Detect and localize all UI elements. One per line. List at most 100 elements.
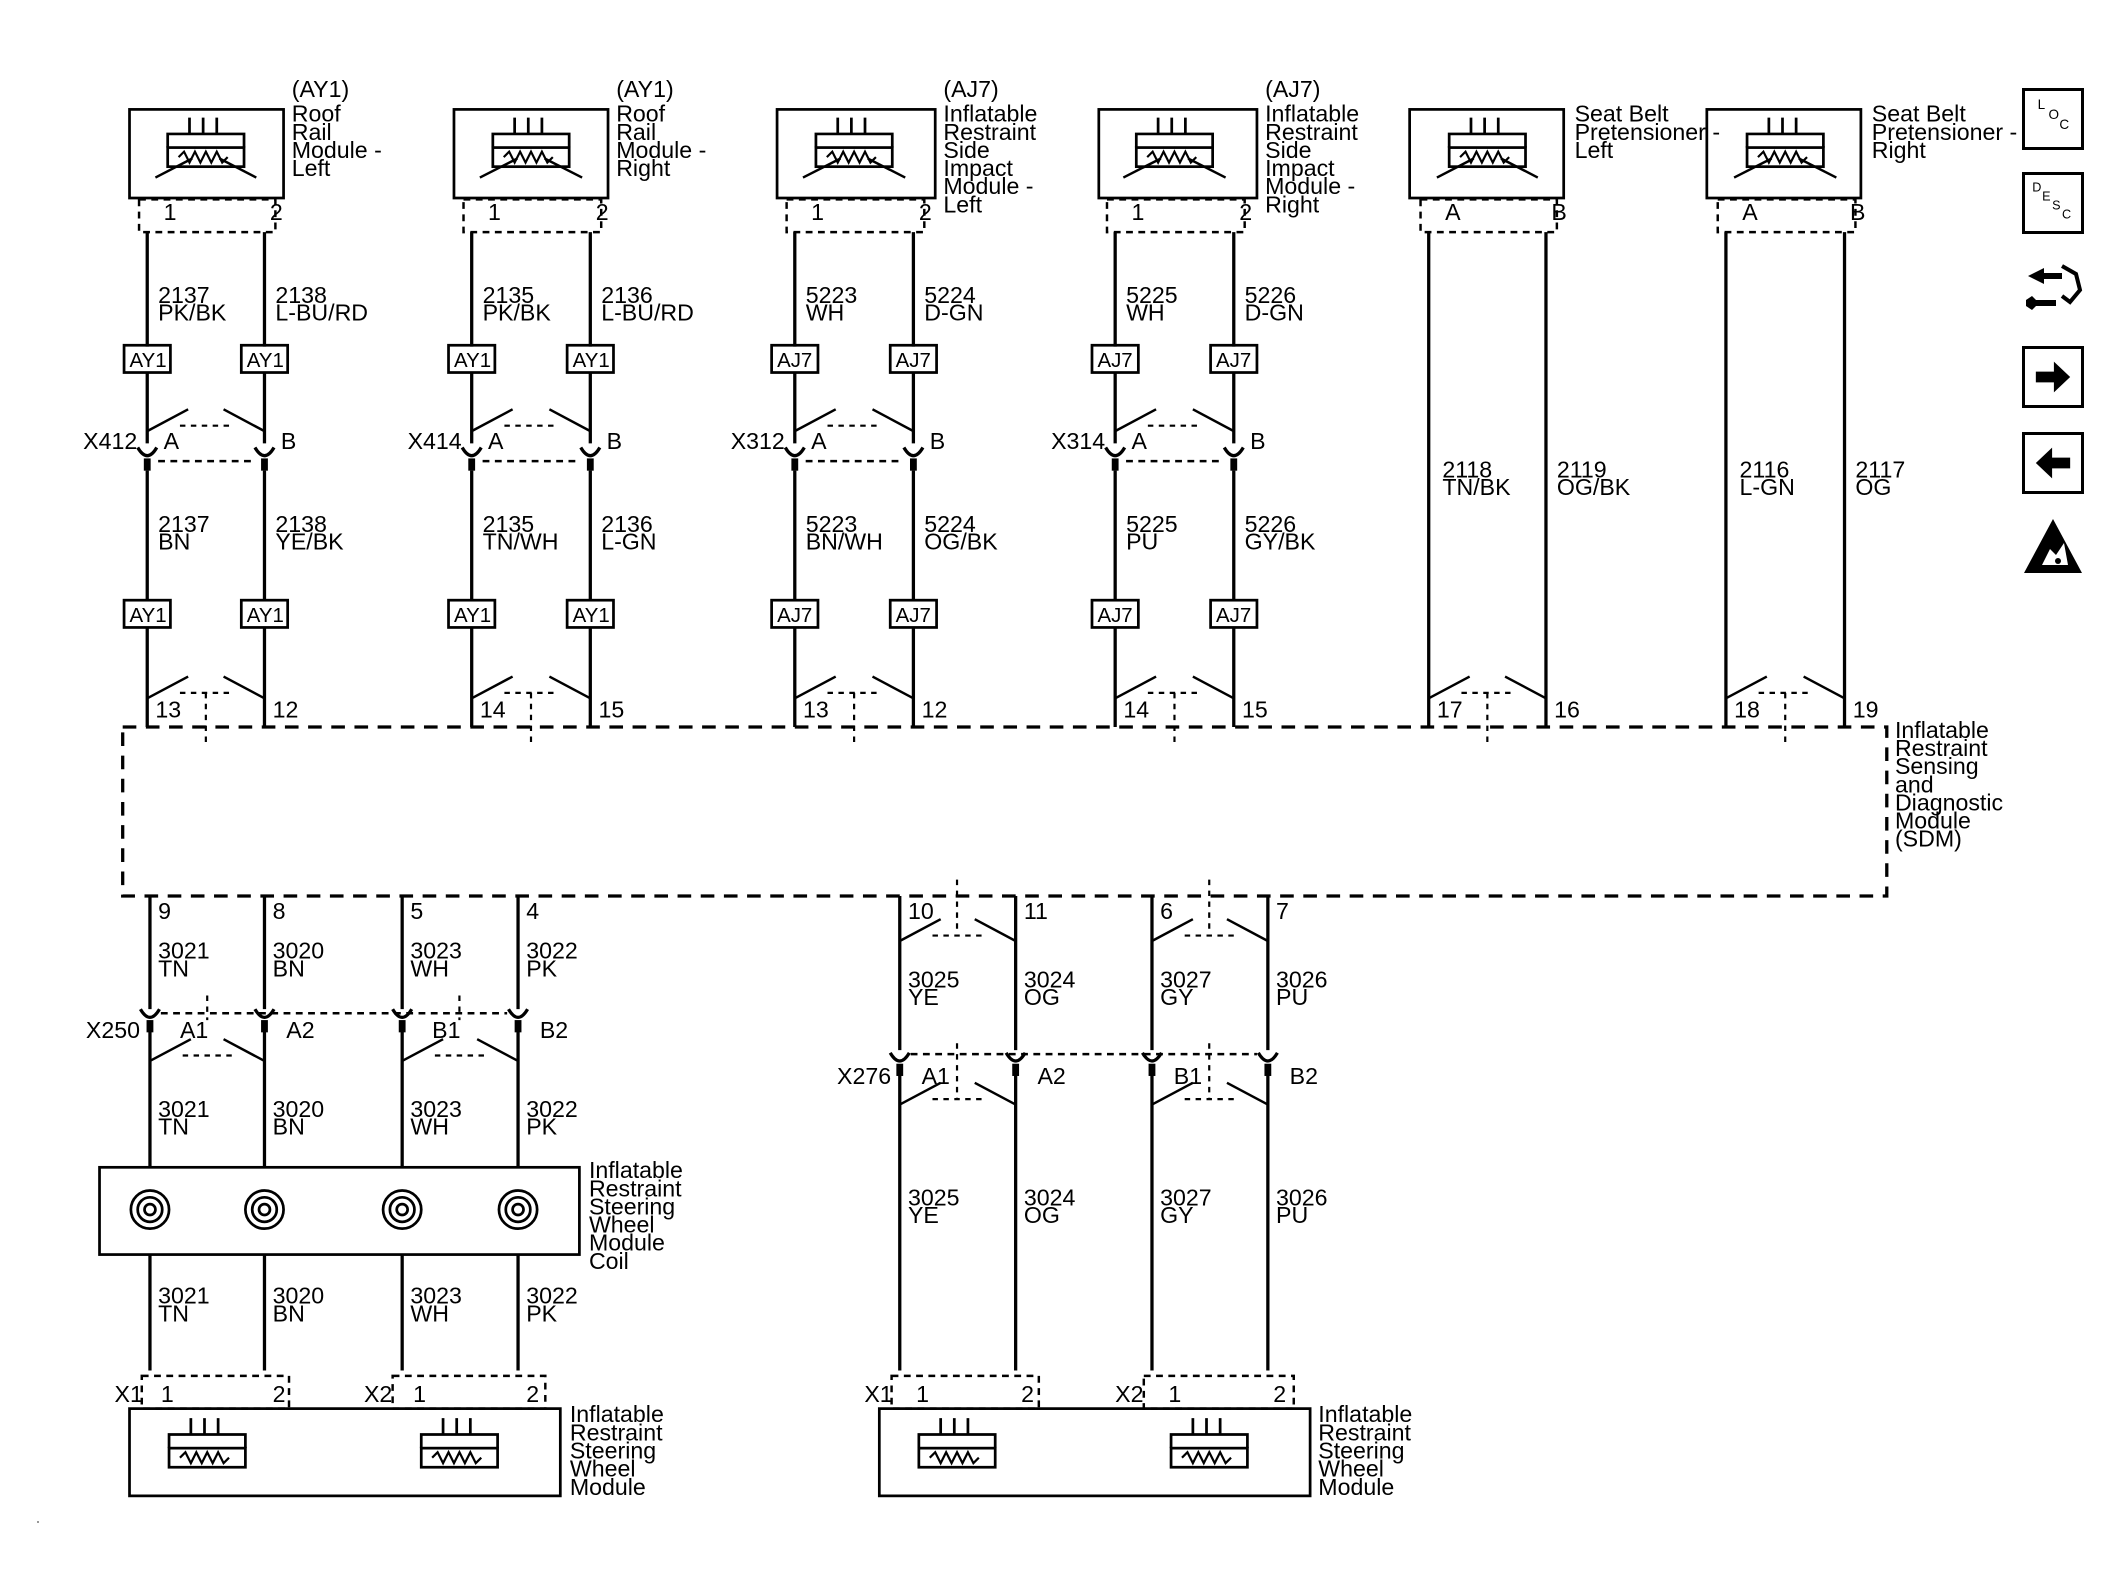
- option-code: (AJ7): [943, 76, 998, 102]
- steering-module-c-frame: [917, 1433, 997, 1449]
- module-0-leads: [188, 117, 219, 134]
- sdm-name: and: [1895, 771, 1934, 797]
- circuit-number: 2137: [158, 511, 210, 537]
- pin-row: [785, 198, 926, 234]
- pin-label: 2: [1239, 199, 1252, 225]
- connector-x276-cup: [1256, 1051, 1279, 1063]
- wire-color: GY: [1160, 984, 1193, 1010]
- sdm-pin: 9: [158, 898, 171, 924]
- module-1-body: [491, 146, 571, 169]
- x250-contacts-contact-right: [476, 1038, 519, 1063]
- connector-pin: B: [930, 428, 945, 454]
- module-lead: [1436, 157, 1475, 179]
- module-name: Wheel: [1318, 1456, 1384, 1482]
- option-tag-label: AY1: [247, 604, 284, 627]
- circuit-number: 3026: [1276, 1184, 1328, 1210]
- option-tag-label: AY1: [247, 349, 284, 372]
- option-tag-label: AJ7: [1097, 349, 1132, 372]
- module-name: Roof: [292, 101, 341, 127]
- coil-spiral: [129, 1189, 171, 1231]
- module-1-leads: [513, 117, 544, 134]
- steering-module-b-leads: [441, 1418, 472, 1435]
- connector-id: X314: [1051, 428, 1105, 454]
- circuit-number: 5225: [1126, 511, 1178, 537]
- sdm-pin: 7: [1276, 898, 1289, 924]
- option-tag-label: AJ7: [777, 604, 812, 627]
- option-tag-label: AY1: [573, 604, 610, 627]
- sdm-contacts-contact-right: [548, 675, 591, 700]
- circuit-number: 5226: [1245, 282, 1297, 308]
- pin-label: B: [1551, 199, 1566, 225]
- connector-id: X2: [364, 1381, 392, 1407]
- option-tag-label: AY1: [454, 604, 491, 627]
- circuit-number: 5224: [924, 282, 976, 308]
- pin-label: 2: [273, 1381, 286, 1407]
- x250-contacts-contact-left: [149, 1038, 192, 1063]
- module-name: Right: [616, 155, 671, 181]
- module-name: Module -: [1265, 173, 1355, 199]
- module-4-resistor: [1459, 149, 1510, 166]
- module-lead: [1733, 157, 1773, 179]
- module-3-leads: [1156, 117, 1187, 134]
- circuit-number: 3021: [158, 1096, 210, 1122]
- sdm-name: Restraint: [1895, 735, 1988, 761]
- option-tag-label: AJ7: [777, 349, 812, 372]
- module-name: Inflatable: [1265, 101, 1359, 127]
- esd-warning-button[interactable]: [2022, 515, 2084, 577]
- steering-module-c-leads: [939, 1418, 970, 1435]
- connector-pin: B: [1250, 428, 1265, 454]
- upper-contacts-contact-right: [1192, 408, 1235, 433]
- connector-pin: A2: [286, 1017, 314, 1043]
- sdm-pin: 19: [1853, 696, 1879, 722]
- coil-spiral: [244, 1189, 285, 1231]
- sdm-pin: 17: [1437, 696, 1463, 722]
- module-lead: [867, 157, 906, 179]
- sdm-pin: 14: [1123, 696, 1149, 722]
- module-lead: [544, 157, 583, 179]
- sdm-name: Inflatable: [1895, 717, 1989, 743]
- connector-end-view-button[interactable]: [2022, 256, 2084, 318]
- circuit-number: 5223: [806, 282, 858, 308]
- upper-contacts-contact-right: [548, 408, 591, 433]
- module-5-frame: [1745, 132, 1825, 148]
- wire-color: TN: [158, 1300, 189, 1326]
- sdm-pin: 11: [1024, 898, 1048, 924]
- wire-color: PK/BK: [158, 300, 227, 326]
- wire-color: D-GN: [1245, 300, 1304, 326]
- option-tag-label: AY1: [454, 349, 491, 372]
- connector-pin: B: [281, 428, 296, 454]
- connector-pin: A: [1132, 428, 1148, 454]
- pin-label: A: [1742, 199, 1758, 225]
- svg-text:D: D: [2032, 180, 2041, 194]
- circuit-number: 2137: [158, 282, 210, 308]
- pin-label: B: [1850, 199, 1865, 225]
- pin-label: 2: [1021, 1381, 1034, 1407]
- previous-page-button[interactable]: [2022, 432, 2084, 494]
- pin-label: 1: [811, 199, 824, 225]
- connector-pin: [468, 458, 476, 471]
- module-name: Module -: [943, 173, 1033, 199]
- pin-row: [140, 1374, 291, 1410]
- connector-pin: A: [811, 428, 827, 454]
- connector-pin: B2: [1290, 1063, 1318, 1089]
- connector-x276-pin: [1012, 1063, 1020, 1076]
- coil-spiral: [136, 1195, 164, 1224]
- next-page-button[interactable]: [2022, 346, 2084, 408]
- module-name: Rail: [616, 119, 656, 145]
- circuit-number: 2117: [1855, 456, 1905, 482]
- wire-color: PU: [1276, 984, 1308, 1010]
- module-4-body: [1447, 146, 1527, 169]
- wire-color: PU: [1126, 529, 1158, 555]
- wire-color: PK/BK: [483, 300, 552, 326]
- connector-cup: [460, 446, 483, 458]
- steering-module-b-body: [419, 1446, 499, 1469]
- sdm-pin: 12: [273, 696, 299, 722]
- steering-module-b-resistor: [431, 1449, 483, 1466]
- module-box: [128, 108, 285, 200]
- module-4-frame: [1447, 132, 1527, 148]
- steering-module-a-resistor: [179, 1449, 230, 1466]
- connector-id: X414: [408, 428, 462, 454]
